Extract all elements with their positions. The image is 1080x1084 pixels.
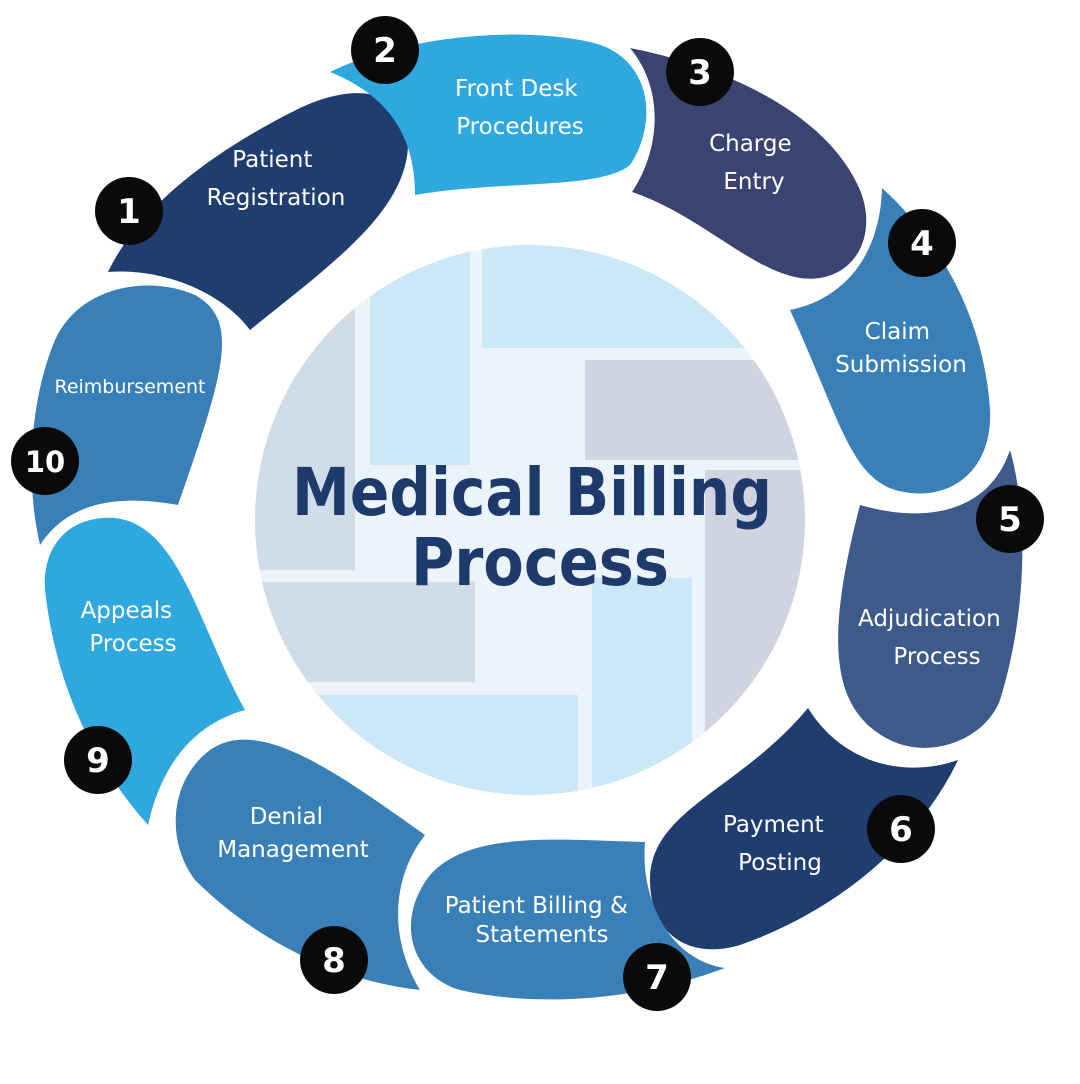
step-5-number: 5 xyxy=(998,500,1022,540)
step-2-number: 2 xyxy=(373,31,397,71)
step-labels: Patient Registration Front Desk Procedur… xyxy=(54,76,1008,948)
step-6-segment[interactable] xyxy=(650,708,958,950)
step-3-segment[interactable] xyxy=(630,48,867,279)
step-5-badge: 5 xyxy=(976,485,1044,553)
step-9-label: Appeals Process xyxy=(81,598,180,657)
step-7-label: Patient Billing & Statements xyxy=(445,893,635,948)
diagram-title: Medical Billing Process xyxy=(292,454,772,601)
medical-billing-emblem-icon xyxy=(255,245,805,795)
step-1-segment[interactable] xyxy=(108,93,409,330)
step-6-number: 6 xyxy=(889,810,913,850)
step-5-label: Adjudication Process xyxy=(858,606,1008,670)
step-3-badge: 3 xyxy=(666,38,734,106)
step-10-badge: 10 xyxy=(11,427,79,495)
step-6-label: Payment Posting xyxy=(723,812,831,876)
emblem-block-right-upper xyxy=(585,360,805,460)
step-1-label: Patient Registration xyxy=(207,147,346,211)
step-2-segment[interactable] xyxy=(330,34,647,196)
step-3-label: Charge Entry xyxy=(709,131,799,195)
step-7-number: 7 xyxy=(645,958,669,998)
step-10-number: 10 xyxy=(25,445,65,479)
title-line-2: Process xyxy=(411,524,669,601)
step-9-badge: 9 xyxy=(64,726,132,794)
step-8-label: Denial Management xyxy=(217,804,369,863)
step-8-badge: 8 xyxy=(300,926,368,994)
step-10-label: Reimbursement xyxy=(54,376,205,398)
title-line-1: Medical Billing xyxy=(292,454,772,531)
step-4-label: Claim Submission xyxy=(835,319,967,378)
step-1-number: 1 xyxy=(117,192,141,232)
step-3-number: 3 xyxy=(688,53,712,93)
step-8-number: 8 xyxy=(322,941,346,981)
step-4-badge: 4 xyxy=(888,209,956,277)
step-10-segment[interactable] xyxy=(31,285,223,545)
step-1-badge: 1 xyxy=(95,177,163,245)
emblem-block-right-lower xyxy=(592,578,692,795)
step-4-number: 4 xyxy=(910,224,934,264)
step-7-badge: 7 xyxy=(623,943,691,1011)
step-6-badge: 6 xyxy=(867,795,935,863)
step-2-label: Front Desk Procedures xyxy=(455,76,585,140)
step-number-badges: 1 2 3 4 5 6 7 xyxy=(11,16,1044,1011)
step-5-segment[interactable] xyxy=(838,450,1023,748)
step-9-number: 9 xyxy=(86,741,110,781)
emblem-block-left-upper xyxy=(370,250,470,465)
step-2-badge: 2 xyxy=(351,16,419,84)
step-8-segment[interactable] xyxy=(175,739,425,990)
